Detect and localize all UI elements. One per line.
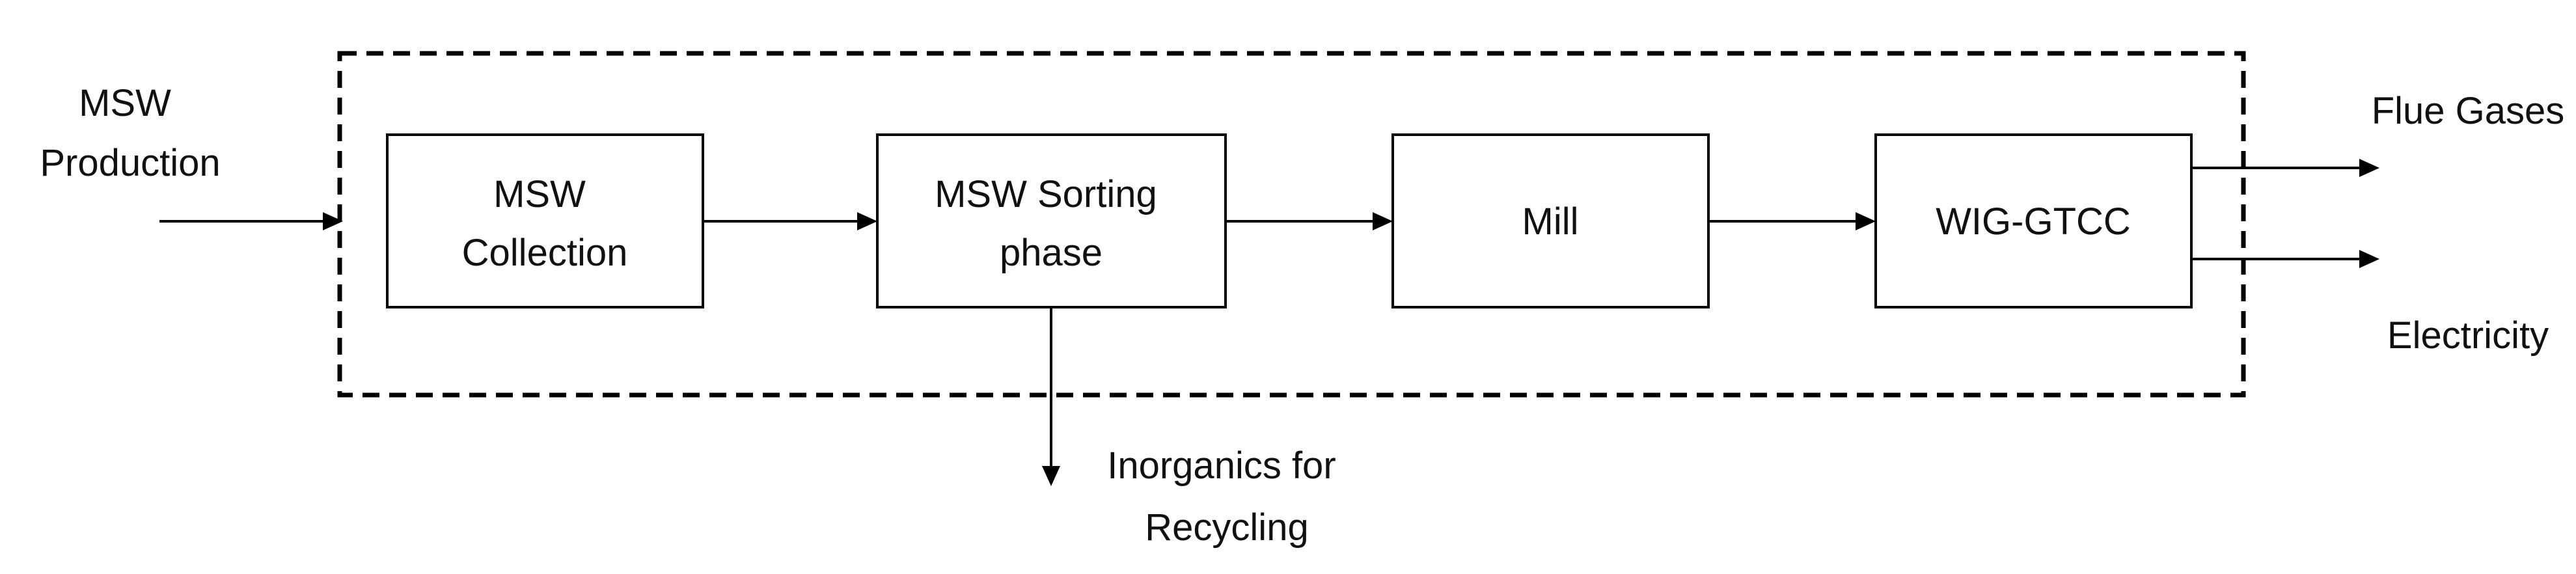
msw-collection-label: MSW Collection (462, 173, 628, 274)
mill-label: Mill (1522, 200, 1579, 243)
msw-sorting-box (876, 133, 1227, 308)
flue-gases-label: Flue Gases (2372, 90, 2565, 132)
msw-production-label: MSW Production (40, 82, 220, 184)
electricity-label: Electricity (2387, 314, 2549, 357)
flow-sorting-to-mill (1226, 212, 1393, 230)
wig-gtcc-box (1874, 133, 2193, 308)
flow-wig-gtcc-to-flue-gases (2191, 159, 2379, 177)
flow-msw-production-to-collection (159, 212, 343, 230)
flow-collection-to-sorting (703, 212, 877, 230)
msw-collection-box (386, 133, 704, 308)
flow-sorting-to-inorganics (1042, 307, 1060, 486)
inorganics-label: Inorganics for Recycling (1107, 444, 1347, 549)
flow-wig-gtcc-to-electricity (2191, 250, 2379, 268)
msw-sorting-label: MSW Sorting phase (935, 173, 1168, 274)
mill-box (1391, 133, 1710, 308)
flow-mill-to-wig-gtcc (1708, 212, 1876, 230)
wig-gtcc-label: WIG-GTCC (1936, 200, 2131, 243)
